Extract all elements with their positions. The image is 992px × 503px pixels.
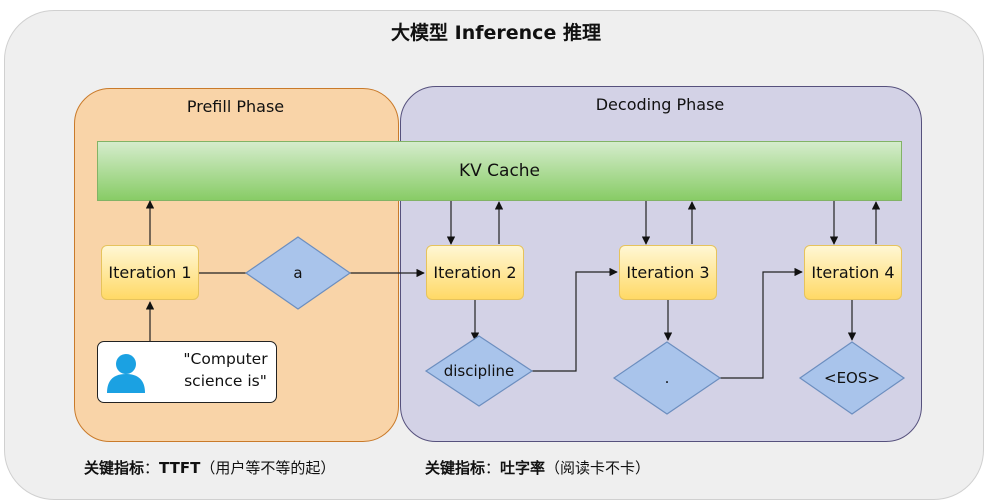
prompt-text: "Computer science is" xyxy=(178,348,273,392)
iteration-2-box: Iteration 2 xyxy=(426,245,524,300)
user-icon xyxy=(107,354,145,393)
iteration-1-box: Iteration 1 xyxy=(101,245,199,300)
token-diamond-discipline xyxy=(424,335,534,407)
decoding-metric: 关键指标：吐字率（阅读卡不卡） xyxy=(425,457,650,478)
token-discipline-label: discipline xyxy=(443,362,515,380)
prefill-metric-sep: ： xyxy=(144,459,160,477)
token-diamond-period xyxy=(612,341,722,415)
token-period-label: . xyxy=(664,369,670,387)
decoding-phase-label: Decoding Phase xyxy=(595,95,725,114)
prefill-phase-label: Prefill Phase xyxy=(186,97,285,116)
arrow-period-to-iter4 xyxy=(720,267,803,379)
iteration-3-box: Iteration 3 xyxy=(619,245,717,300)
kv-cache-label: KV Cache xyxy=(458,161,541,181)
token-a-label: a xyxy=(293,264,303,282)
prompt-line-2: science is" xyxy=(184,372,267,390)
decoding-metric-sep: ： xyxy=(485,459,501,477)
decoding-metric-key: 关键指标 xyxy=(425,459,486,477)
decoding-metric-value: 吐字率 xyxy=(500,459,546,477)
arrow-discipline-to-iter3 xyxy=(532,267,618,372)
kv-cache-bar: KV Cache xyxy=(97,141,902,201)
prefill-metric-note: （用户等不等的起） xyxy=(200,459,336,477)
decoding-metric-note: （阅读卡不卡） xyxy=(545,459,651,477)
diagram-title: 大模型 Inference 推理 xyxy=(391,22,601,44)
token-diamond-a xyxy=(244,236,352,310)
token-eos-label: <EOS> xyxy=(824,369,880,387)
token-diamond-eos xyxy=(798,341,906,415)
prompt-line-1: "Computer xyxy=(183,350,268,368)
prefill-metric: 关键指标：TTFT（用户等不等的起） xyxy=(84,457,335,478)
prefill-metric-key: 关键指标 xyxy=(84,459,145,477)
prefill-metric-value: TTFT xyxy=(159,459,201,477)
iteration-4-box: Iteration 4 xyxy=(804,245,902,300)
